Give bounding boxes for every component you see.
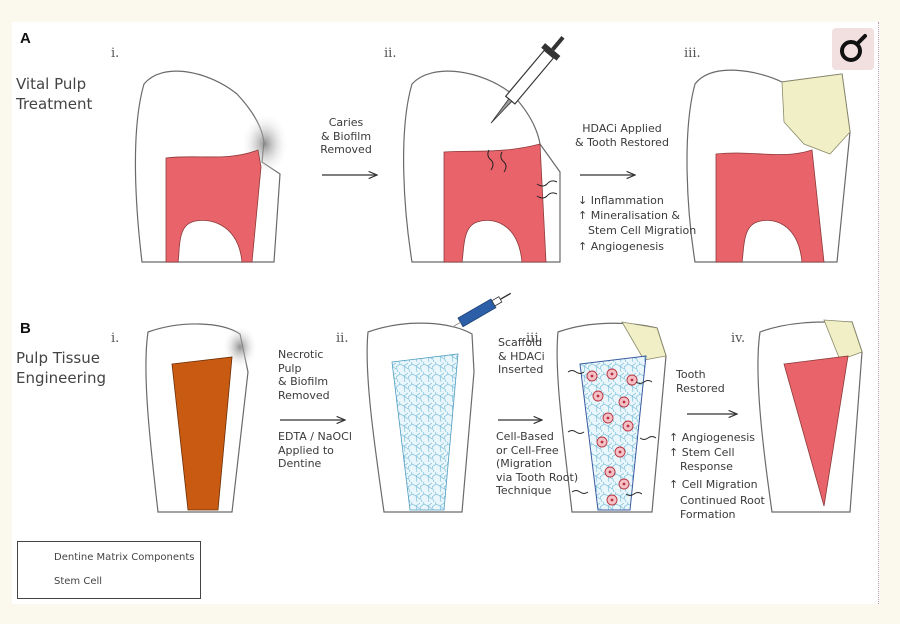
tooth-b-iv	[757, 319, 863, 513]
effect-a-1: ↓ Inflammation	[578, 194, 664, 207]
panel-a-label: A	[20, 30, 31, 47]
step-a-iii: iii.	[684, 46, 701, 61]
effect-a-4: ↑ Angiogenesis	[578, 240, 664, 253]
figure-panel: A Vital Pulp Treatment i. ii. iii. Carie…	[12, 22, 879, 604]
effect-b-3: Response	[680, 460, 733, 473]
tooth-a-i	[134, 70, 289, 263]
step-a-i: i.	[111, 46, 120, 61]
syringe-icon	[490, 36, 565, 124]
arrow-a-1-label: Caries & Biofilm Removed	[320, 116, 372, 156]
zoom-icon	[840, 34, 867, 62]
legend-stem-cell-label: Stem Cell	[54, 576, 103, 587]
step-a-ii: ii.	[384, 46, 397, 61]
panel-a-title: Vital Pulp Treatment	[16, 75, 93, 113]
effect-b-2: ↑ Stem Cell	[669, 446, 735, 459]
arrow-b-1-label-bottom: EDTA / NaOCl Applied to Dentine	[278, 430, 352, 470]
tooth-a-iii	[686, 69, 851, 263]
arrow-b-3-label-top: Tooth Restored	[676, 368, 725, 395]
effect-a-2: ↑ Mineralisation &	[578, 209, 680, 222]
arrow-b-2-label-top: Scaffold & HDACi Inserted	[498, 336, 545, 376]
step-b-iii: iii.	[526, 331, 543, 346]
effect-b-1: ↑ Angiogenesis	[669, 431, 755, 444]
zoom-button[interactable]	[832, 28, 874, 70]
effect-b-4: ↑ Cell Migration	[669, 478, 758, 491]
step-b-ii: ii.	[336, 331, 349, 346]
dentine-matrix-arrows	[567, 370, 657, 496]
injection-icon	[451, 292, 512, 328]
tooth-b-i	[145, 323, 258, 513]
tooth-a-ii	[403, 70, 561, 263]
arrow-b-1-label-top: Necrotic Pulp & Biofilm Removed	[278, 348, 330, 402]
arrow-a-2-label: HDACi Applied & Tooth Restored	[575, 122, 669, 149]
effect-b-6: Formation	[680, 508, 736, 521]
step-b-i: i.	[111, 331, 120, 346]
arrow-b-2-label-bottom: Cell-Based or Cell-Free (Migration via T…	[496, 430, 579, 497]
tooth-b-iii	[556, 321, 667, 513]
panel-b-label: B	[20, 320, 31, 337]
diagram-artwork	[27, 36, 863, 584]
effect-b-5: Continued Root	[680, 494, 765, 507]
panel-b-title: Pulp Tissue Engineering	[16, 349, 106, 387]
step-b-iv: iv.	[731, 331, 746, 346]
tooth-b-ii	[366, 322, 475, 513]
legend: Dentine Matrix Components Stem Cell	[17, 541, 201, 599]
legend-dentine-label: Dentine Matrix Components	[54, 552, 195, 563]
effect-a-3: Stem Cell Migration	[588, 224, 697, 237]
